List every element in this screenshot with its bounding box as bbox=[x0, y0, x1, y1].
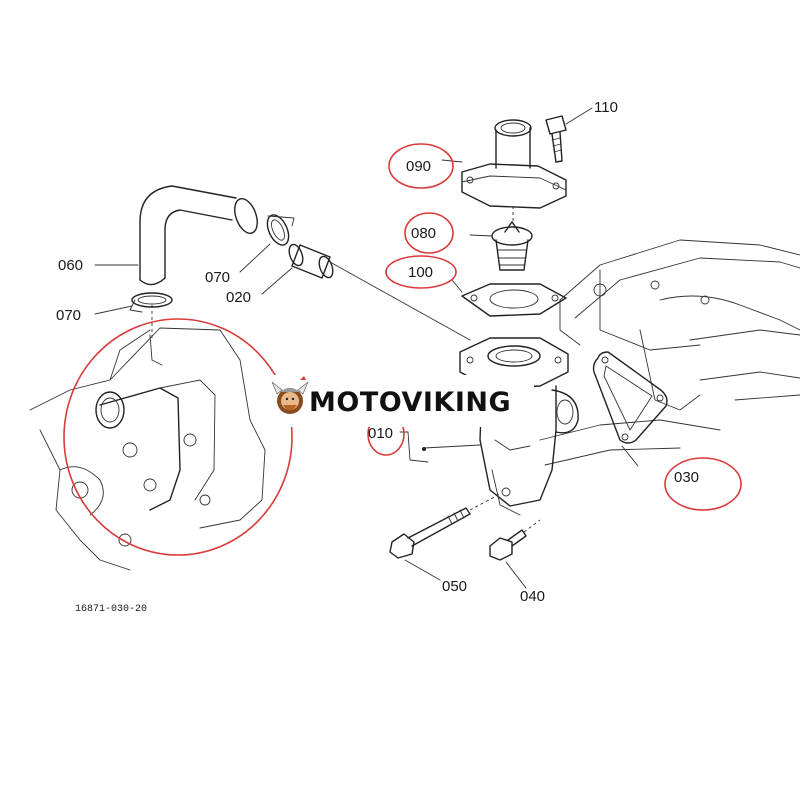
highlight-090 bbox=[388, 143, 454, 189]
label-090: 090 bbox=[406, 158, 431, 175]
label-080: 080 bbox=[411, 225, 436, 242]
watermark-band bbox=[268, 375, 534, 427]
label-100: 100 bbox=[408, 264, 433, 281]
label-030: 030 bbox=[674, 469, 699, 486]
label-060: 060 bbox=[58, 257, 83, 274]
part-070-clamp-upper bbox=[266, 214, 295, 246]
highlight-030 bbox=[664, 457, 742, 511]
viking-mascot-icon bbox=[271, 376, 309, 414]
part-040-bolt bbox=[489, 519, 541, 589]
watermark-brand: MOTOVIKING bbox=[309, 387, 511, 418]
label-110: 110 bbox=[594, 99, 618, 116]
label-020: 020 bbox=[226, 289, 251, 306]
part-020-pipe bbox=[288, 243, 471, 341]
watermark: MOTOVIKING bbox=[268, 375, 534, 427]
leader-lines bbox=[94, 159, 639, 467]
part-labels: 110 090 080 100 060 070 020 070 010 030 … bbox=[56, 99, 699, 615]
label-050: 050 bbox=[442, 578, 467, 595]
label-070-upper: 070 bbox=[205, 269, 230, 286]
label-040: 040 bbox=[520, 588, 545, 605]
drawing-code: 16871-030-20 bbox=[75, 604, 147, 615]
part-080-thermostat bbox=[469, 221, 533, 271]
water-pump-housing bbox=[29, 305, 266, 571]
highlight-080 bbox=[404, 212, 454, 254]
highlight-water-pump-area bbox=[63, 318, 293, 556]
label-010: 010 bbox=[368, 425, 393, 442]
part-030-gasket bbox=[592, 351, 668, 444]
part-060-hose bbox=[139, 185, 258, 286]
part-110-bolt bbox=[545, 107, 593, 163]
part-100-gasket bbox=[451, 279, 567, 317]
part-090-thermostat-cover bbox=[461, 119, 567, 222]
highlight-circles bbox=[63, 143, 742, 556]
label-070-lower: 070 bbox=[56, 307, 81, 324]
part-070-clamp-lower bbox=[129, 292, 173, 313]
highlight-100 bbox=[385, 255, 457, 289]
engine-block-outline bbox=[539, 239, 800, 466]
part-050-bolt bbox=[389, 493, 501, 581]
